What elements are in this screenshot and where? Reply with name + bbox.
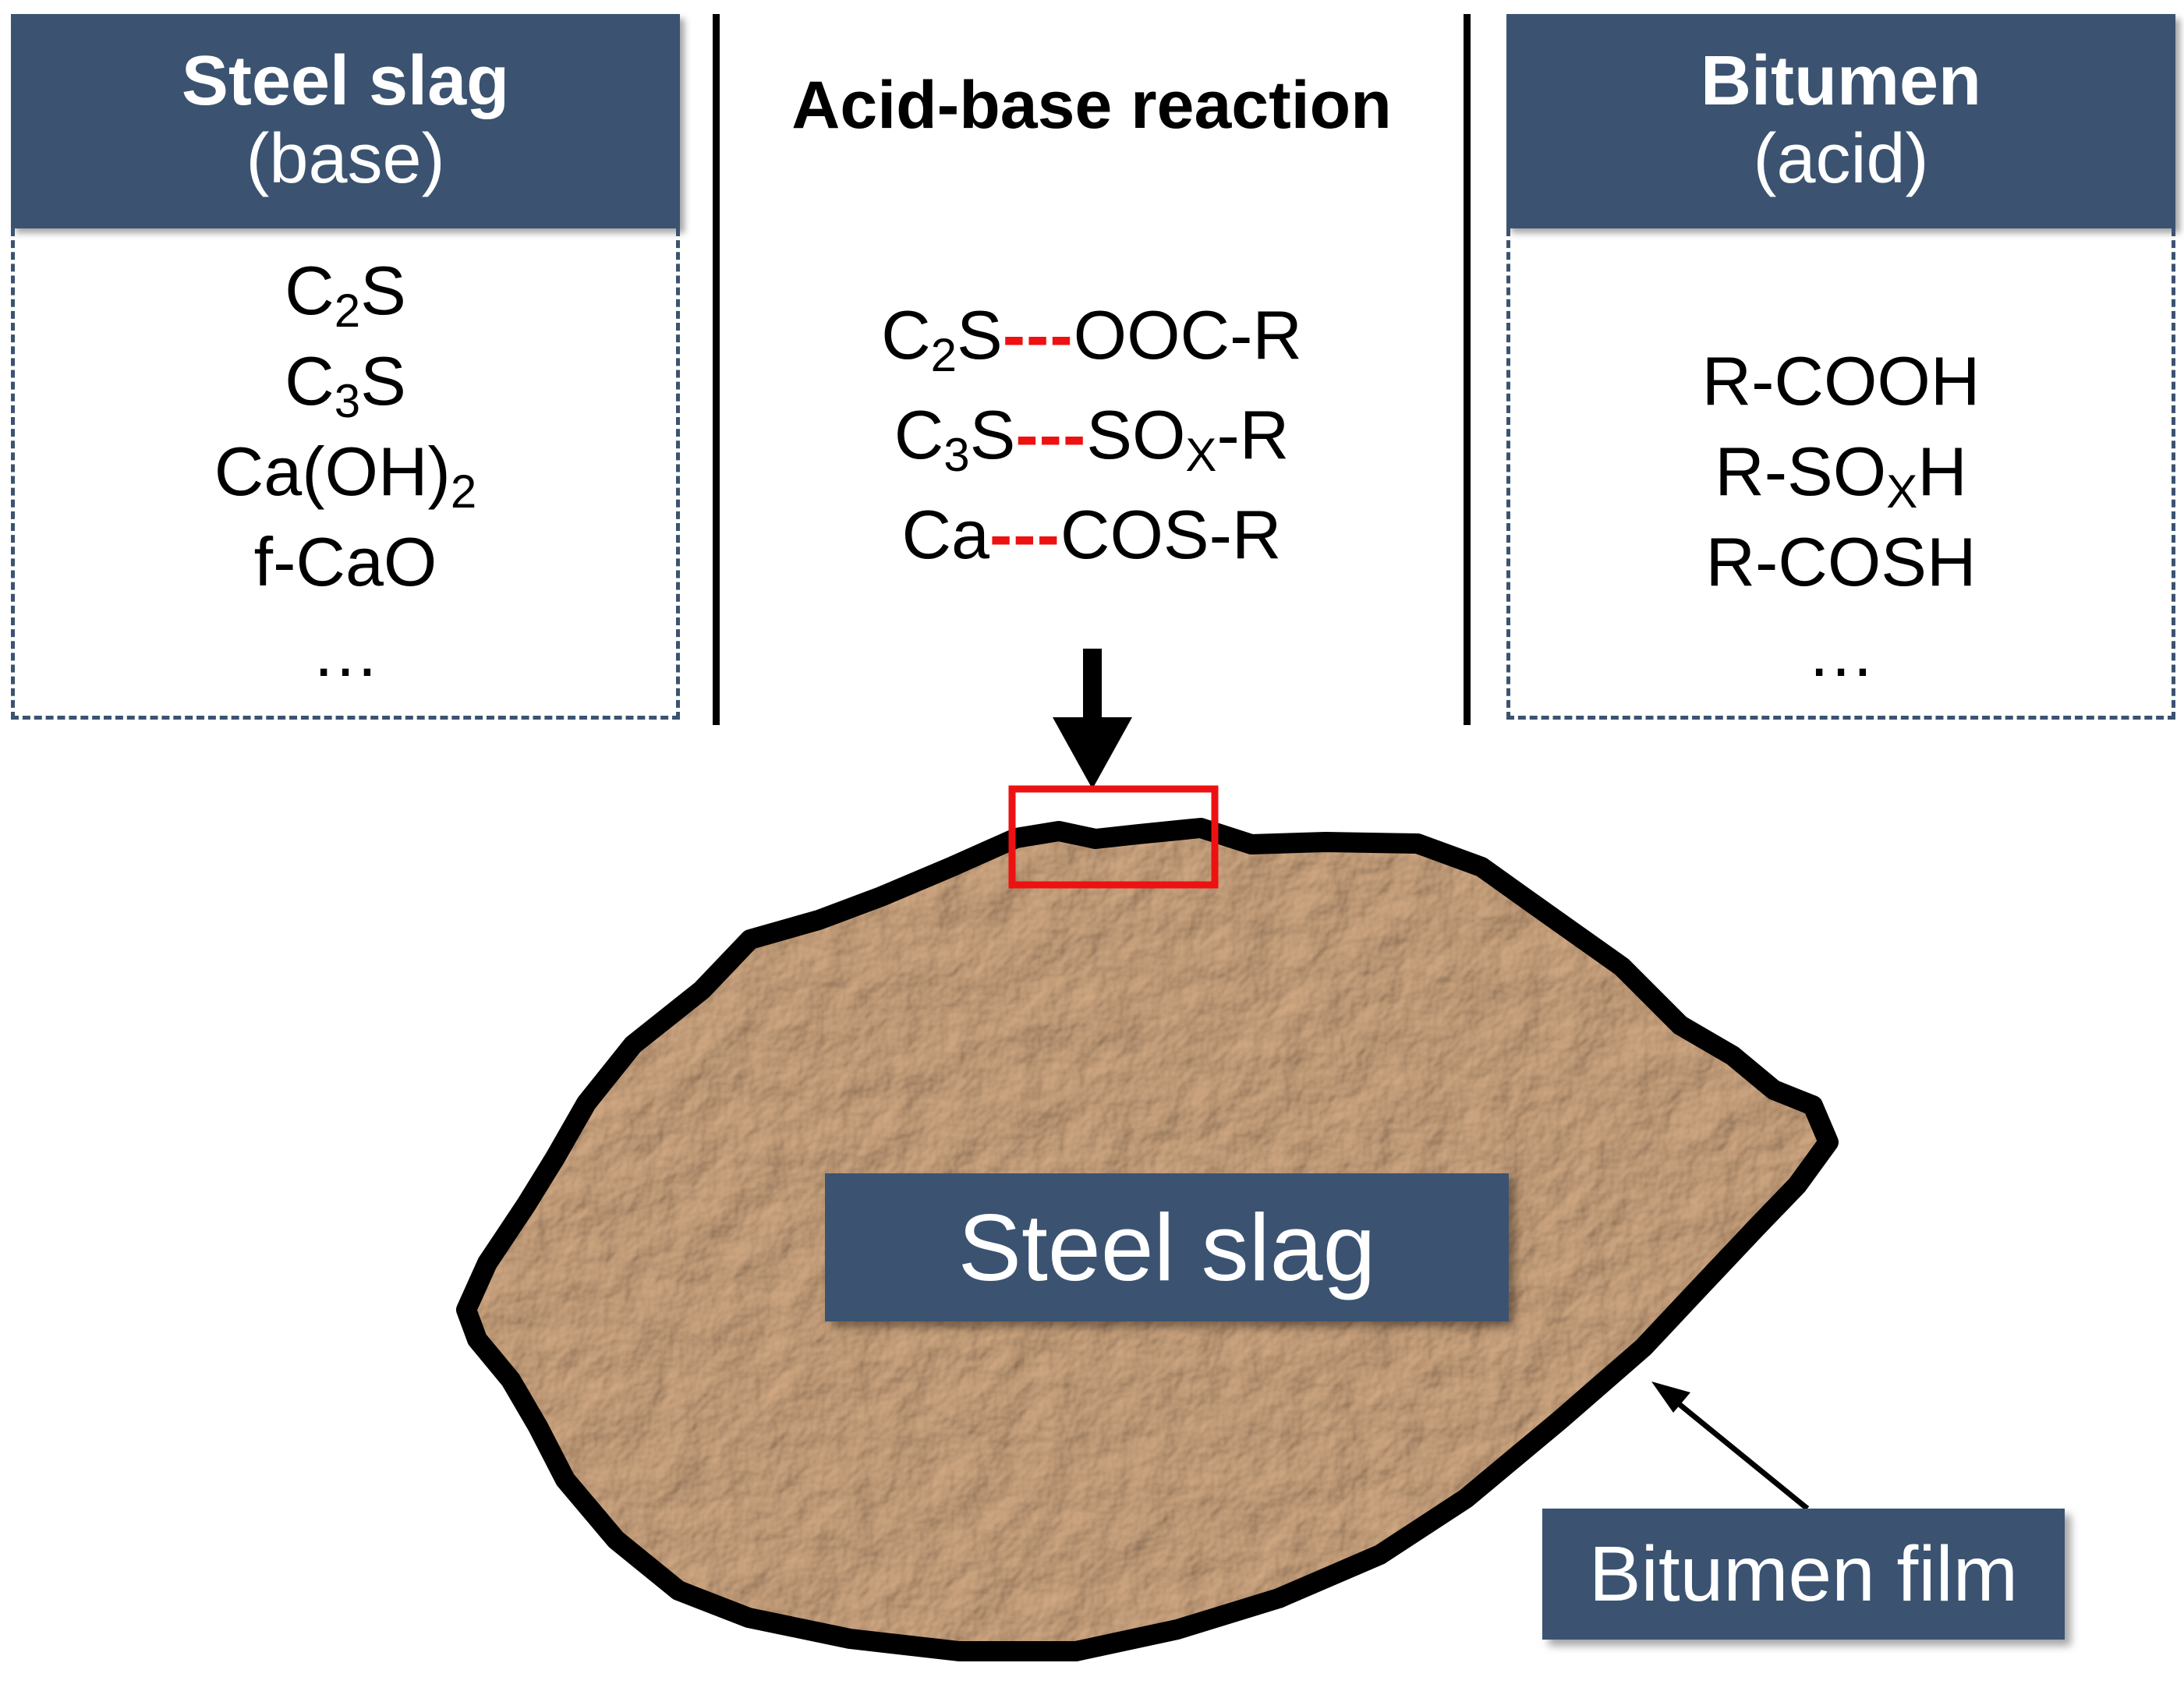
steel-slag-component: … [15,607,676,698]
reaction-base-text: S [957,296,1003,373]
formula-text: S [360,342,406,419]
formula-text: … [311,614,380,691]
reaction-row: C2S---OOC-R [733,285,1450,385]
reaction-base-text: C [881,296,931,373]
reaction-base-text: C [894,396,944,473]
reaction-base-text: S [969,396,1016,473]
reaction-row: Ca---COS-R [733,485,1450,585]
steel-slag-component: f-CaO [15,517,676,607]
formula-text: H [1917,433,1967,510]
bond-dashes: --- [1002,296,1074,373]
reaction-row: C3S---SOX-R [733,385,1450,485]
formula-text: R-SO [1715,433,1887,510]
bitumen-film-label: Bitumen film [1542,1509,2065,1640]
formula-text: R-COOH [1701,342,1980,419]
steel-slag-component: Ca(OH)2 [15,426,676,517]
bitumen-header: Bitumen (acid) [1506,14,2175,228]
bitumen-component: … [1510,607,2172,698]
steel-slag-header: Steel slag (base) [11,14,680,228]
acid-base-reaction-title: Acid-base reaction [791,68,1392,143]
bond-dashes: --- [989,496,1060,573]
reaction-acid-text: -R [1216,396,1290,473]
bitumen-film-label-text: Bitumen film [1588,1530,2019,1618]
steel-slag-title: Steel slag [181,42,510,120]
steel-slag-label: Steel slag [825,1173,1509,1321]
formula-text: C [285,252,335,329]
formula-text: f-CaO [253,523,437,600]
formula-text: R-COSH [1705,523,1977,600]
steel-slag-subtitle: (base) [246,120,445,198]
formula-subscript: 2 [334,285,361,337]
reaction-acid-text: SO [1086,396,1186,473]
reaction-subscript: 3 [943,429,970,481]
bitumen-title: Bitumen [1701,42,1981,120]
formula-text: Ca(OH) [214,433,451,510]
divider-left [713,14,720,725]
formula-subscript: 3 [334,375,361,427]
formula-text: C [285,342,335,419]
bitumen-film-outline [456,818,1839,1661]
reaction-subscript: X [1185,429,1217,481]
bitumen-component: R-COOH [1510,336,2172,426]
down-arrow-icon [1053,649,1132,789]
bond-dashes: --- [1015,396,1087,473]
formula-text: … [1807,614,1875,691]
bitumen-subtitle: (acid) [1753,120,1929,198]
bitumen-component: R-COSH [1510,517,2172,607]
steel-slag-component: C3S [15,336,676,426]
steel-slag-component: C2S [15,246,676,336]
formula-subscript: 2 [450,465,477,518]
reaction-base-text: Ca [901,496,990,573]
reaction-acid-text: OOC-R [1073,296,1302,373]
pointer-arrow-icon [1651,1382,1810,1511]
formula-text: S [360,252,406,329]
reaction-acid-text: COS-R [1060,496,1282,573]
bitumen-component: R-SOXH [1510,426,2172,517]
interface-highlight-box [1008,785,1219,889]
reaction-subscript: 2 [930,329,957,381]
divider-right [1464,14,1471,725]
formula-subscript: X [1886,465,1918,518]
steel-slag-label-text: Steel slag [957,1194,1376,1300]
